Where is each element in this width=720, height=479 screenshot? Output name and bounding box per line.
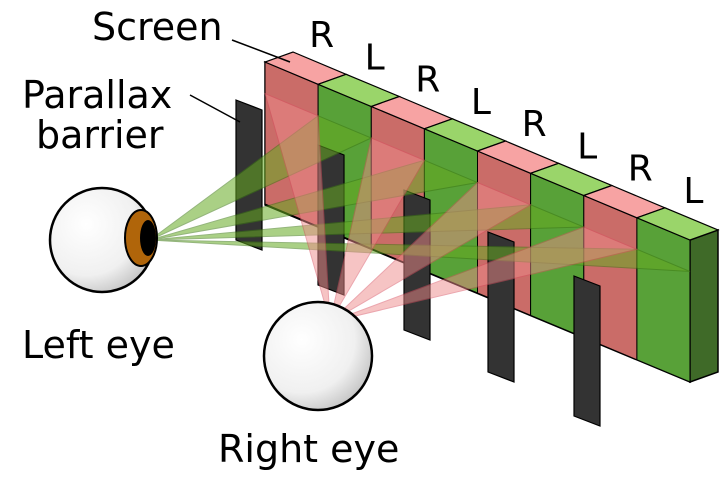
- screen-end-face: [689, 228, 719, 384]
- right-eye-ray-3: [329, 137, 426, 323]
- right-eye-ray-1: [264, 92, 331, 323]
- right-eye-label: Right eye: [218, 427, 399, 471]
- left-eye-pupil: [140, 220, 156, 256]
- strip-label-3: R: [415, 60, 440, 101]
- left-eye-icon: [48, 186, 158, 294]
- barrier-slat-5: [573, 275, 601, 427]
- right-eye-rays: [264, 92, 639, 323]
- screen-label: Screen: [92, 5, 223, 49]
- screen-strip-tops: [263, 51, 720, 241]
- right-eye-icon: [262, 300, 374, 412]
- parallax-barrier-label-line1: Parallax: [22, 73, 172, 117]
- right-eye-ray-7: [329, 226, 639, 323]
- screen-leader-line: [231, 39, 291, 63]
- strip-label-6: L: [577, 126, 597, 167]
- strip-label-7: R: [628, 149, 653, 190]
- parallax-barrier-label-line2: barrier: [36, 113, 164, 157]
- screen-strip-front-8: [636, 217, 691, 383]
- right-eye-ray-5: [329, 181, 532, 323]
- strip-label-1: R: [309, 15, 334, 56]
- left-eye-label: Left eye: [22, 323, 175, 367]
- strip-label-2: L: [365, 37, 385, 78]
- strip-label-8: L: [683, 171, 703, 212]
- screen-strip-top-8: [635, 207, 720, 241]
- strip-label-4: L: [471, 82, 491, 123]
- strip-label-5: R: [522, 104, 547, 145]
- barrier-leader-line: [189, 94, 241, 123]
